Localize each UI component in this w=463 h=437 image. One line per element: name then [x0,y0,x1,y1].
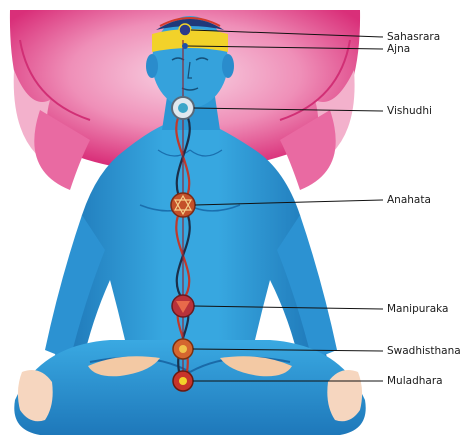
label-sahasrara: Sahasrara [387,31,440,43]
label-swadhisthana: Swadhisthana [387,345,461,357]
chakra-ajna [182,43,188,49]
label-manipuraka: Manipuraka [387,303,448,315]
label-ajna: Ajna [387,43,410,55]
label-muladhara: Muladhara [387,375,443,387]
chakra-anahata [171,193,195,217]
chakra-vishudhi [172,97,194,119]
label-anahata: Anahata [387,194,431,206]
label-vishudhi: Vishudhi [387,105,432,117]
chakra-manipuraka [172,295,194,317]
chakra-swadhisthana [173,339,193,359]
chakra-sahasrara [179,24,191,36]
chakra-muladhara [173,371,193,391]
